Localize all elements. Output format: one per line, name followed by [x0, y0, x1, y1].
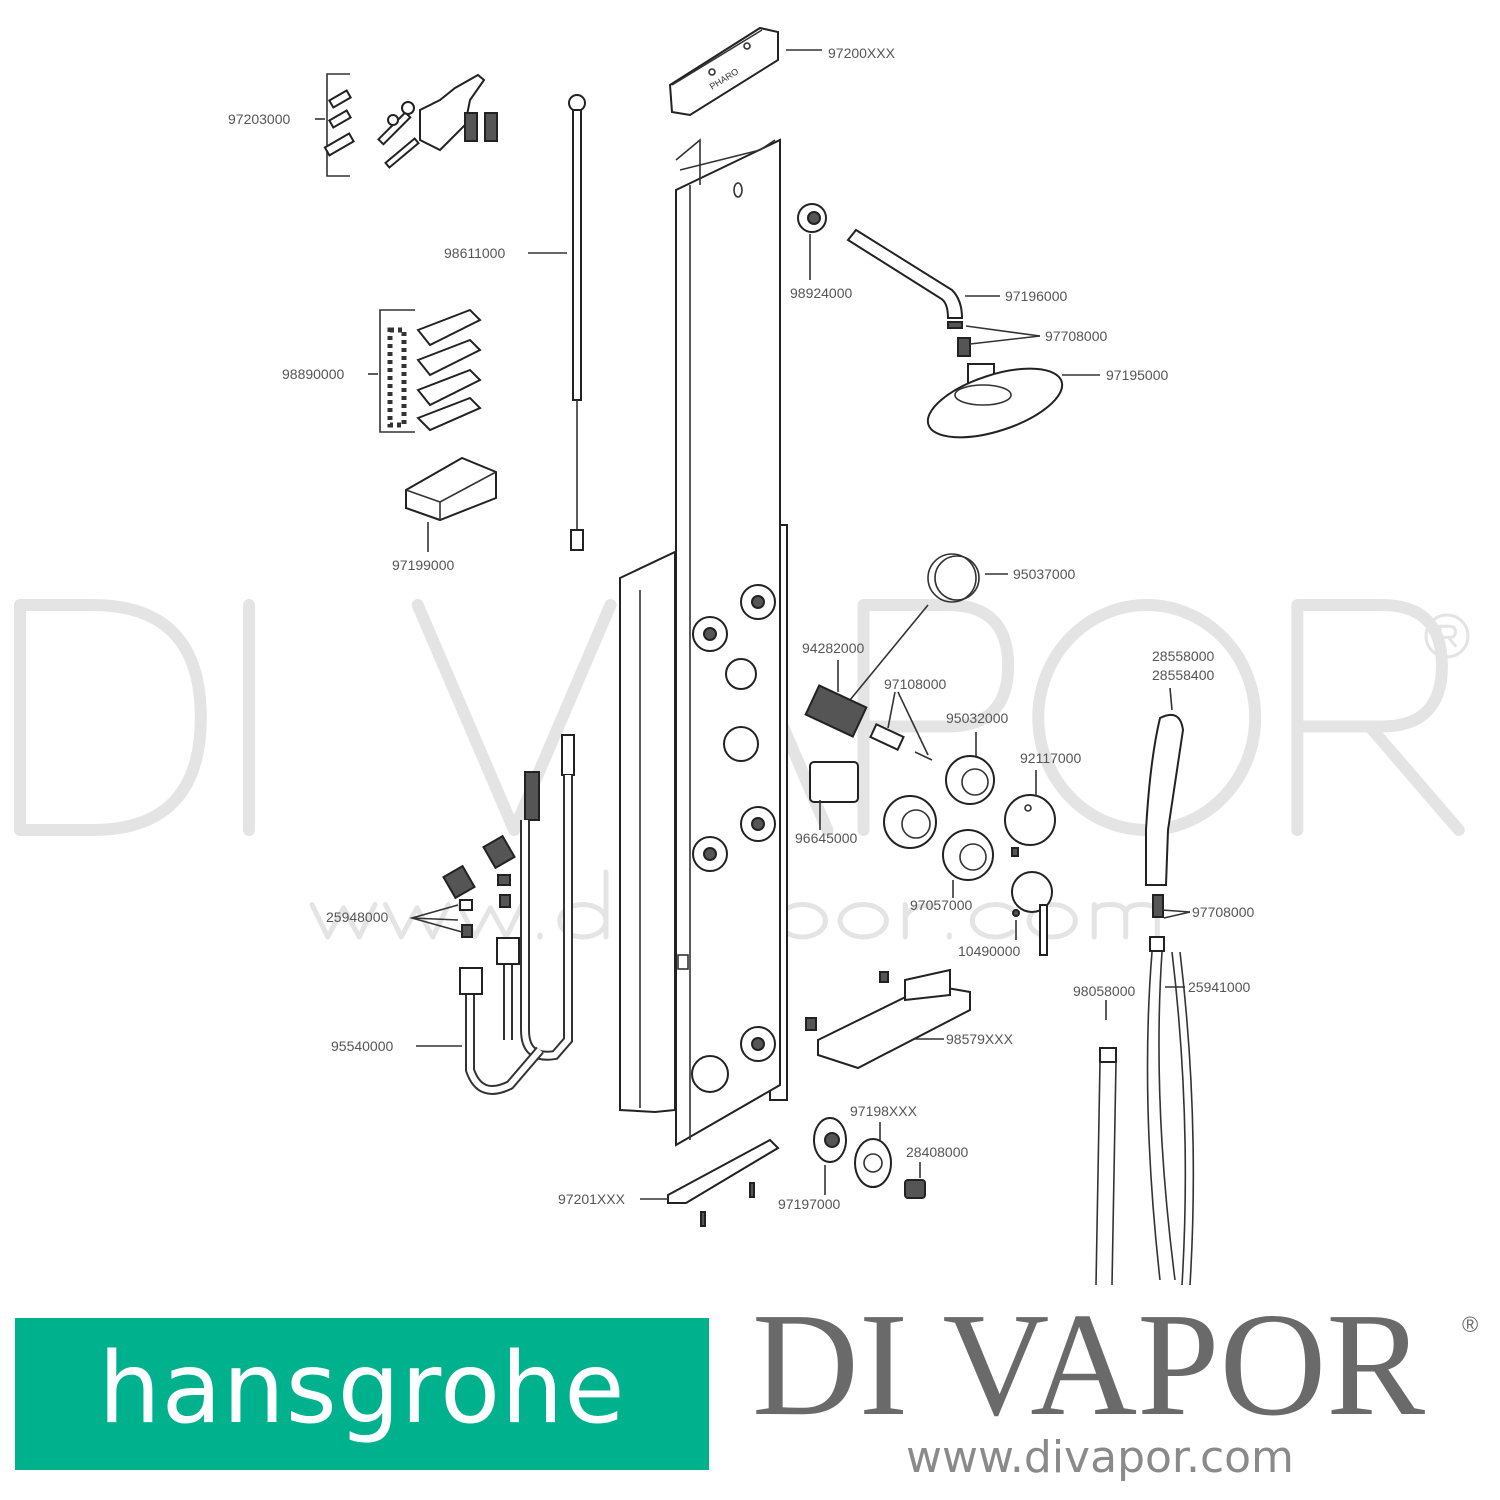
- label-97708000-top: 97708000: [1045, 328, 1108, 344]
- label-25941000: 25941000: [1188, 979, 1251, 995]
- label-98611000: 98611000: [444, 245, 505, 261]
- label-25948000: 25948000: [326, 909, 389, 925]
- label-97198XXX: 97198XXX: [850, 1103, 918, 1119]
- supply-hoses: [409, 734, 575, 1095]
- jet: [725, 658, 757, 690]
- hand-shower-holder: [805, 968, 971, 1070]
- label-95032000: 95032000: [946, 710, 1009, 726]
- label-97200XXX: 97200XXX: [828, 45, 896, 61]
- label-97196000: 97196000: [1005, 288, 1068, 304]
- label-95037000: 95037000: [1013, 566, 1076, 582]
- support-rod: [528, 94, 586, 551]
- label-97057000: 97057000: [910, 897, 973, 913]
- part-labels: 97200XXX 97203000 98611000 98924000 9719…: [228, 45, 1255, 1212]
- hansgrohe-logo: hansgrohe: [15, 1318, 709, 1470]
- wall-fixing-kit: [315, 73, 498, 177]
- hand-shower: [1095, 687, 1195, 1286]
- label-98058000: 98058000: [1073, 983, 1136, 999]
- label-98890000: 98890000: [282, 366, 345, 382]
- bottom-parts: [640, 1117, 926, 1227]
- shower-panel: [619, 138, 788, 1147]
- divapor-url: www.divapor.com: [906, 1432, 1294, 1483]
- label-94282000: 94282000: [802, 640, 865, 656]
- divapor-registered-mark: ®: [1462, 1312, 1479, 1337]
- label-98924000: 98924000: [790, 285, 853, 301]
- jet: [691, 1055, 729, 1093]
- label-97199000: 97199000: [392, 557, 455, 573]
- watermark-registered-graphic: [1426, 615, 1468, 657]
- top-cap: PHARO: [668, 26, 779, 117]
- label-98579XXX: 98579XXX: [946, 1031, 1014, 1047]
- soap-dish: [405, 456, 497, 552]
- label-97203000: 97203000: [228, 111, 291, 127]
- label-92117000: 92117000: [1020, 750, 1081, 766]
- label-28558000: 28558000: [1152, 648, 1215, 664]
- label-10490000: 10490000: [958, 943, 1021, 959]
- mixer-components: [804, 553, 1056, 956]
- label-97708000-hand: 97708000: [1192, 904, 1255, 920]
- jet: [723, 726, 759, 762]
- label-97108000: 97108000: [884, 676, 947, 692]
- label-97201XXX: 97201XXX: [558, 1191, 626, 1207]
- body-jets: [691, 584, 776, 1093]
- label-95540000: 95540000: [331, 1038, 394, 1054]
- hansgrohe-logo-text: hansgrohe: [98, 1332, 626, 1446]
- label-97197000: 97197000: [778, 1196, 841, 1212]
- label-97195000: 97195000: [1106, 367, 1169, 383]
- label-96645000: 96645000: [795, 830, 858, 846]
- label-28558400: 28558400: [1152, 667, 1215, 683]
- brackets-kit: [368, 308, 482, 433]
- overhead-shower: [797, 203, 1100, 439]
- divapor-logo: DI VAPOR: [752, 1283, 1426, 1447]
- label-28408000: 28408000: [906, 1144, 969, 1160]
